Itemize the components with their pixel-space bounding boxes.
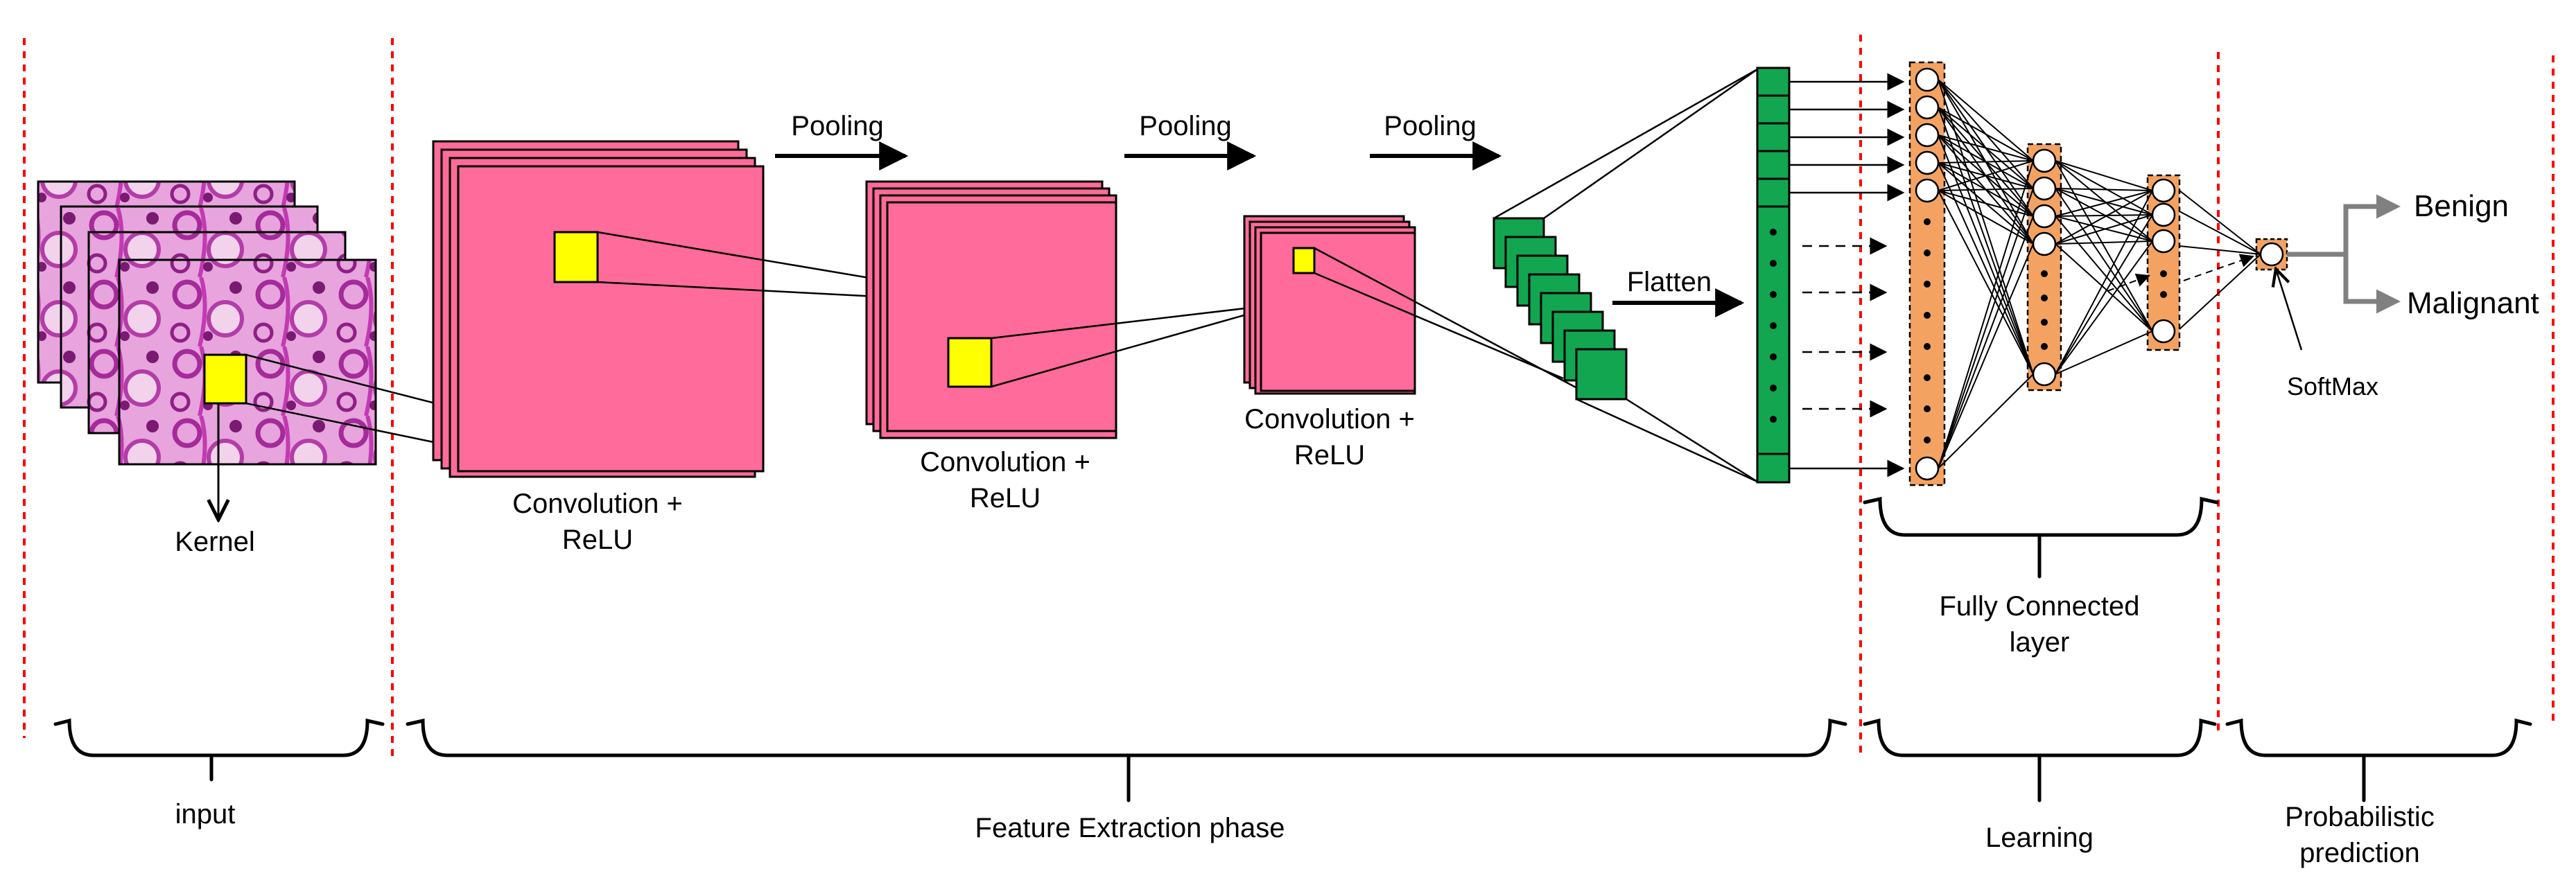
dense-connection bbox=[2055, 214, 2153, 375]
dense-connection bbox=[2055, 188, 2153, 216]
flatten-label: Flatten bbox=[1627, 267, 1712, 297]
conv1-feature-maps bbox=[432, 140, 765, 478]
benign-label: Benign bbox=[2414, 189, 2509, 223]
dense-connection bbox=[1938, 79, 2034, 375]
neuron bbox=[2032, 176, 2057, 201]
flatten-to-dense-arrows bbox=[1789, 73, 1905, 477]
softmax-pointer bbox=[2276, 269, 2303, 351]
dense-connection bbox=[1938, 79, 2034, 161]
dense-connection bbox=[1938, 188, 2034, 469]
feature-extraction-brace bbox=[406, 718, 1847, 802]
dense-connection bbox=[1938, 188, 2034, 191]
dense-connection bbox=[1938, 243, 2034, 469]
conv3-feature-maps bbox=[1243, 215, 1416, 395]
pooling3-label: Pooling bbox=[1384, 111, 1476, 141]
neuron bbox=[2151, 178, 2176, 203]
neuron bbox=[1915, 95, 1940, 120]
neuron bbox=[1915, 456, 1940, 481]
neuron bbox=[2151, 229, 2176, 254]
neuron bbox=[2151, 319, 2176, 344]
softmax-neuron bbox=[2259, 242, 2284, 267]
conv2-label-line2: ReLU bbox=[970, 483, 1041, 513]
neuron bbox=[2151, 202, 2176, 227]
conv2-feature-maps bbox=[865, 180, 1117, 439]
dense-connection bbox=[1938, 134, 2034, 375]
dense-connection bbox=[1938, 190, 2034, 375]
kernel-box bbox=[203, 353, 247, 405]
kernel-box bbox=[1292, 247, 1316, 274]
fully-connected-brace bbox=[1863, 496, 2219, 579]
pooling1-label: Pooling bbox=[791, 111, 883, 141]
neuron bbox=[1915, 67, 1940, 92]
dense-connection bbox=[2055, 190, 2153, 245]
input-brace bbox=[53, 718, 385, 782]
dense-dashed-arrow bbox=[2107, 273, 2150, 292]
dense-connection bbox=[2055, 190, 2153, 375]
dense-connection bbox=[2055, 214, 2153, 245]
neuron bbox=[2032, 148, 2057, 173]
dense-connection bbox=[1938, 160, 2034, 469]
dense-connection bbox=[2055, 243, 2153, 332]
phase-prediction-label-line2: prediction bbox=[2299, 838, 2419, 868]
neuron bbox=[2032, 204, 2057, 229]
dense-connection bbox=[2055, 160, 2153, 216]
conv3-projection-lines bbox=[1314, 247, 1578, 389]
phase-braces bbox=[53, 496, 2532, 802]
dense-connection bbox=[2055, 331, 2153, 375]
kernel-box bbox=[947, 337, 993, 388]
pooled-to-flatten-lines bbox=[1493, 68, 1758, 483]
pooled-feature-stack bbox=[1492, 217, 1628, 401]
dense-connection bbox=[2055, 240, 2153, 245]
conv1-label-line1: Convolution + bbox=[512, 489, 683, 519]
dense-connection bbox=[2055, 188, 2153, 332]
softmax-input-lines bbox=[2179, 190, 2261, 330]
dense-layer-dots bbox=[1924, 218, 2167, 444]
dense-connection bbox=[1938, 107, 2034, 161]
dense-connection bbox=[1938, 162, 2034, 375]
dense-neurons bbox=[1915, 67, 2176, 481]
dense-connection bbox=[2055, 214, 2153, 217]
conv3-label-line2: ReLU bbox=[1294, 440, 1365, 471]
softmax-label: SoftMax bbox=[2287, 372, 2378, 401]
phase-feature-extraction-label: Feature Extraction phase bbox=[975, 813, 1285, 843]
dense-dashed-arrow bbox=[2183, 254, 2254, 281]
dense-connections bbox=[1938, 79, 2153, 469]
input-image-stack bbox=[37, 180, 377, 520]
dense-connection bbox=[1938, 160, 2034, 164]
neuron bbox=[1915, 150, 1940, 175]
malignant-label: Malignant bbox=[2407, 286, 2539, 320]
pooling2-label: Pooling bbox=[1139, 111, 1231, 141]
dense-connection bbox=[2055, 160, 2153, 191]
dense-connection bbox=[1938, 160, 2034, 191]
dense-connection bbox=[1938, 374, 2034, 469]
phase-input-label: input bbox=[175, 799, 236, 829]
neuron bbox=[2032, 231, 2057, 256]
conv3-label-line1: Convolution + bbox=[1244, 404, 1415, 434]
dense-connection bbox=[1938, 216, 2034, 469]
prediction-brace bbox=[2225, 718, 2532, 802]
learning-brace bbox=[1863, 718, 2217, 802]
conv2-label-line1: Convolution + bbox=[920, 447, 1090, 477]
output-arrows bbox=[2287, 194, 2401, 314]
conv1-label-line2: ReLU bbox=[562, 525, 633, 555]
dense-connection bbox=[2055, 188, 2153, 191]
kernel-label: Kernel bbox=[175, 527, 255, 557]
phase-prediction-label-line1: Probabilistic bbox=[2285, 802, 2435, 832]
flatten-vector bbox=[1756, 67, 1791, 484]
conv2-projection-lines bbox=[991, 302, 1287, 388]
fully-connected-label-line2: layer bbox=[2010, 627, 2070, 658]
dense-connection bbox=[2055, 190, 2153, 217]
dense-connection bbox=[1938, 134, 2034, 161]
kernel-box bbox=[553, 231, 599, 283]
neuron bbox=[1915, 178, 1940, 203]
phase-learning-label: Learning bbox=[1985, 823, 2094, 853]
dense-connection bbox=[2055, 240, 2153, 375]
fully-connected-label-line1: Fully Connected bbox=[1939, 591, 2139, 622]
dense-connection bbox=[1938, 107, 2034, 375]
neuron bbox=[2032, 362, 2057, 387]
neuron bbox=[1915, 123, 1940, 148]
input-image bbox=[118, 258, 377, 466]
phase-dividers bbox=[23, 35, 2555, 762]
